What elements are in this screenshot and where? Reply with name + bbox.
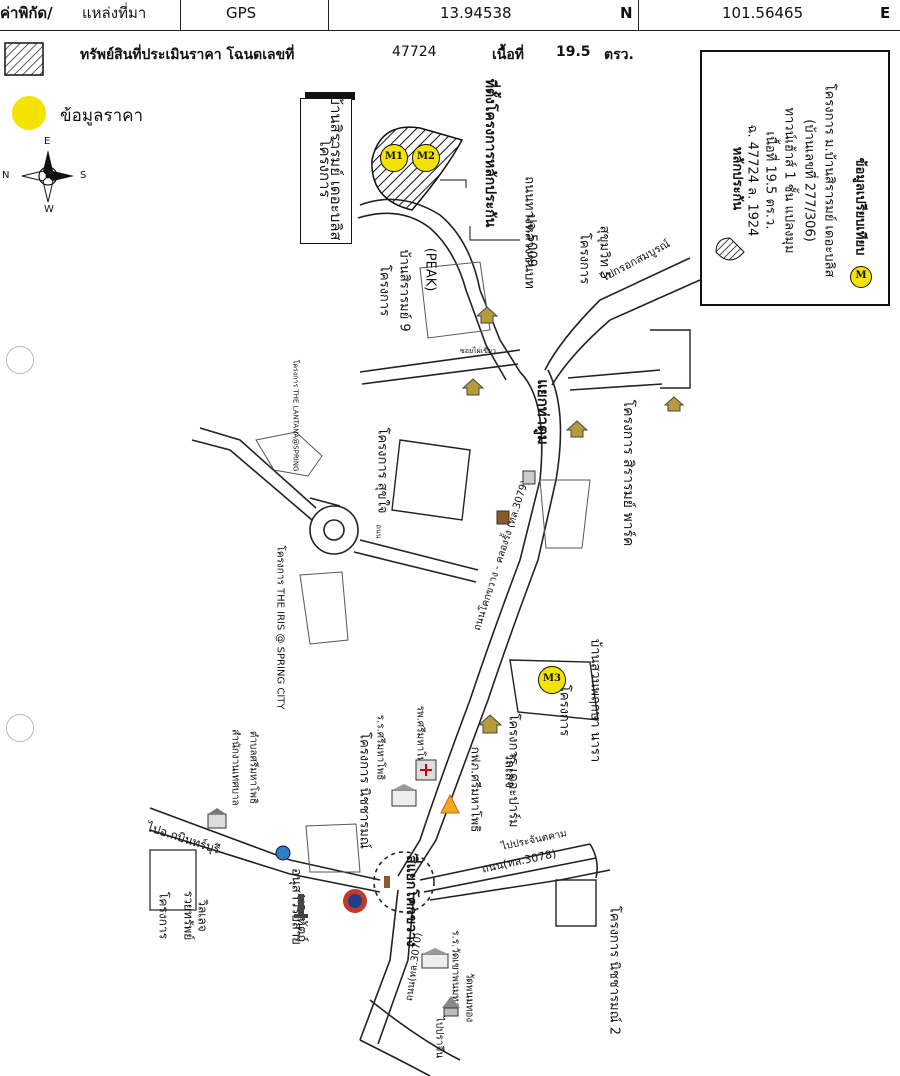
lantana-label: โครงการ THE LANTANA@SPRING [291,359,300,472]
latitude-value: 13.94538 [440,4,512,22]
marker-m1: M1 [380,144,408,172]
hospital-icon [415,759,437,781]
compass-e: E [44,136,51,147]
office-icon [207,808,227,829]
proj-sukjai-label: โครงการ สุขใจ [374,427,390,514]
hatch-legend-icon [4,42,44,76]
street-label: ถนน [374,524,383,539]
area-label: เนื้อที่ [492,47,524,63]
proj-suanpruksa-label-1: โครงการ [556,684,572,737]
proj-suanpruksa-label-2: บ้านสวนพฤกษา นารา [587,638,603,763]
price-info-marker-icon [12,96,46,130]
project-box-shadow [305,92,355,100]
monument-icon [294,894,308,918]
office-tessaban-label-1: สำนักงานเทศบาล [229,729,241,806]
price-info-label: ข้อมูลราคา [60,106,144,126]
area-unit: ตรว. [604,47,634,63]
temple-icon [442,996,460,1017]
legend-m-badge: M [850,266,872,288]
compass-n: N [2,170,10,181]
asset-label: ทรัพย์สินที่ประเมินราคา โฉนดเลขที่ [80,47,295,63]
asset-row: ทรัพย์สินที่ประเมินราคา โฉนดเลขที่ 47724… [0,38,900,68]
proj-rattana-label-3: วิลเลจ [195,899,210,932]
proj-rattana-label-1: โครงการ [156,891,171,940]
marker-m3: M3 [538,666,566,694]
proj-peak-label-3: (PEAK) [422,247,438,292]
compass-w: W [44,204,54,215]
house-icon [566,420,588,438]
proj-sukhumvit5-label-1: โครงการ [576,232,592,285]
binder-hole [6,346,34,374]
building-icon [496,510,510,525]
coord-label: ค่าพิกัด/ [0,4,53,22]
proj-siraparkville-label: โครงการ สิรารมย์ พาร์ค [620,399,636,547]
compass-icon [21,150,74,203]
house-icon [478,714,502,734]
ptt-logo-icon [343,889,367,913]
junction-thatum-label: แยกท่าตูม [534,379,552,445]
collateral-legend-box [700,50,890,306]
compass-s: S [80,170,87,181]
marker-m2: M2 [412,144,440,172]
source-value: GPS [226,4,257,22]
proj-nitcharamn2-label: โครงการ นิชชารมณ์ 2 [606,905,622,1036]
school-icon [391,784,417,807]
proj-peak-label-1: โครงการ [376,264,392,317]
collateral-location-label: ที่ตั้งโครงการหลักประกัน [482,78,498,228]
electric-icon [440,794,460,814]
police-srimahaphot-label: กฟภ.ศรีมหาโพธิ [468,746,483,833]
clock-tower-icon [384,876,390,888]
road-pj-label: ปจ.5009 [523,213,539,268]
longitude-dir: E [880,4,891,22]
school-icon [421,948,449,969]
main-project-label-2: บ้านสิรารมย์ เดอะบลิส [327,95,345,241]
office-tessaban-label-2: ตำบลศรีมหาโพธิ [247,730,259,805]
proj-peak-label-2: บ้านสิรารมย์ 9 [396,249,412,332]
house-icon [462,378,484,396]
house-icon [476,306,498,324]
source-label: แหล่งที่มา [82,4,147,22]
proj-nitcharamn-label: โครงการ นิชชารมณ์ [356,732,372,849]
header-table: ค่าพิกัด/ แหล่งที่มา GPS 13.94538 N 101.… [0,0,900,30]
area-value: 19.5 [556,44,591,60]
gas-station-icon [275,845,291,861]
deed-number: 47724 [392,44,437,60]
collateral-hatch-icon [715,237,745,261]
main-project-box [300,98,352,244]
wat-label: วัดพนมทอง [463,972,475,1023]
building-icon [522,470,536,485]
house-icon [664,396,684,412]
latitude-dir: N [620,4,633,22]
proj-theparm-label-2: วิลเลจ [501,752,517,789]
longitude-value: 101.56465 [722,4,804,22]
binder-hole [6,714,34,742]
iris-label: โครงการ THE IRIS @ SPRING CITY [274,545,286,710]
soi-label: ซอยไผ่เขียว [460,347,496,355]
